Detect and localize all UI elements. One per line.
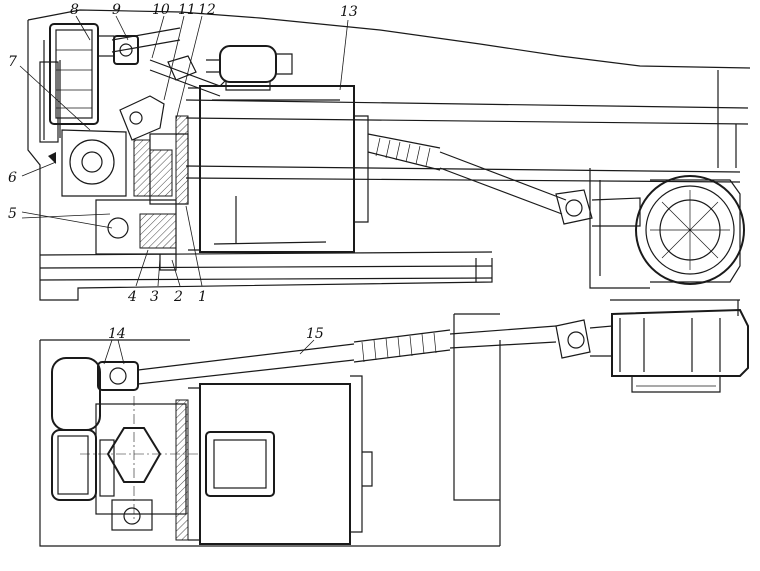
- callout-13: 13: [340, 4, 358, 20]
- callout-11: 11: [178, 2, 196, 18]
- callout-6: 6: [8, 170, 17, 186]
- callout-9: 9: [112, 2, 121, 18]
- callout-5: 5: [8, 206, 17, 222]
- callout-4: 4: [127, 289, 137, 305]
- callout-15: 15: [306, 326, 324, 342]
- callout-labels: 1 2 3 4 5 6 7 8 9 10 11 12 13 14 15: [8, 2, 358, 342]
- upper-motor: [39, 23, 115, 143]
- upper-gear-housing: [48, 95, 189, 271]
- lower-cardan: [97, 319, 613, 391]
- callout-14: 14: [108, 326, 126, 342]
- upper-wheel-reducer: [635, 175, 745, 285]
- lower-main-motor: [188, 375, 373, 545]
- upper-main-cardan: [367, 133, 641, 227]
- callout-7: 7: [8, 54, 17, 70]
- callout-2: 2: [173, 289, 183, 305]
- lower-wheel-reducer: [610, 299, 749, 393]
- lower-motor: [51, 357, 115, 501]
- callout-10: 10: [152, 2, 170, 18]
- lower-gearbox: [80, 396, 200, 541]
- upper-view: [19, 9, 751, 301]
- callout-12: 12: [198, 2, 216, 18]
- callout-8: 8: [70, 2, 79, 18]
- lower-leaders: [103, 339, 315, 365]
- upper-main-motor: [188, 85, 369, 253]
- upper-top-gearbox: [206, 45, 293, 91]
- upper-leaders: [19, 15, 349, 287]
- upper-cardan-shaft: [111, 27, 227, 97]
- lower-frame: [39, 313, 501, 547]
- callout-3: 3: [150, 289, 159, 305]
- lower-view: [39, 299, 749, 547]
- callout-1: 1: [198, 289, 207, 305]
